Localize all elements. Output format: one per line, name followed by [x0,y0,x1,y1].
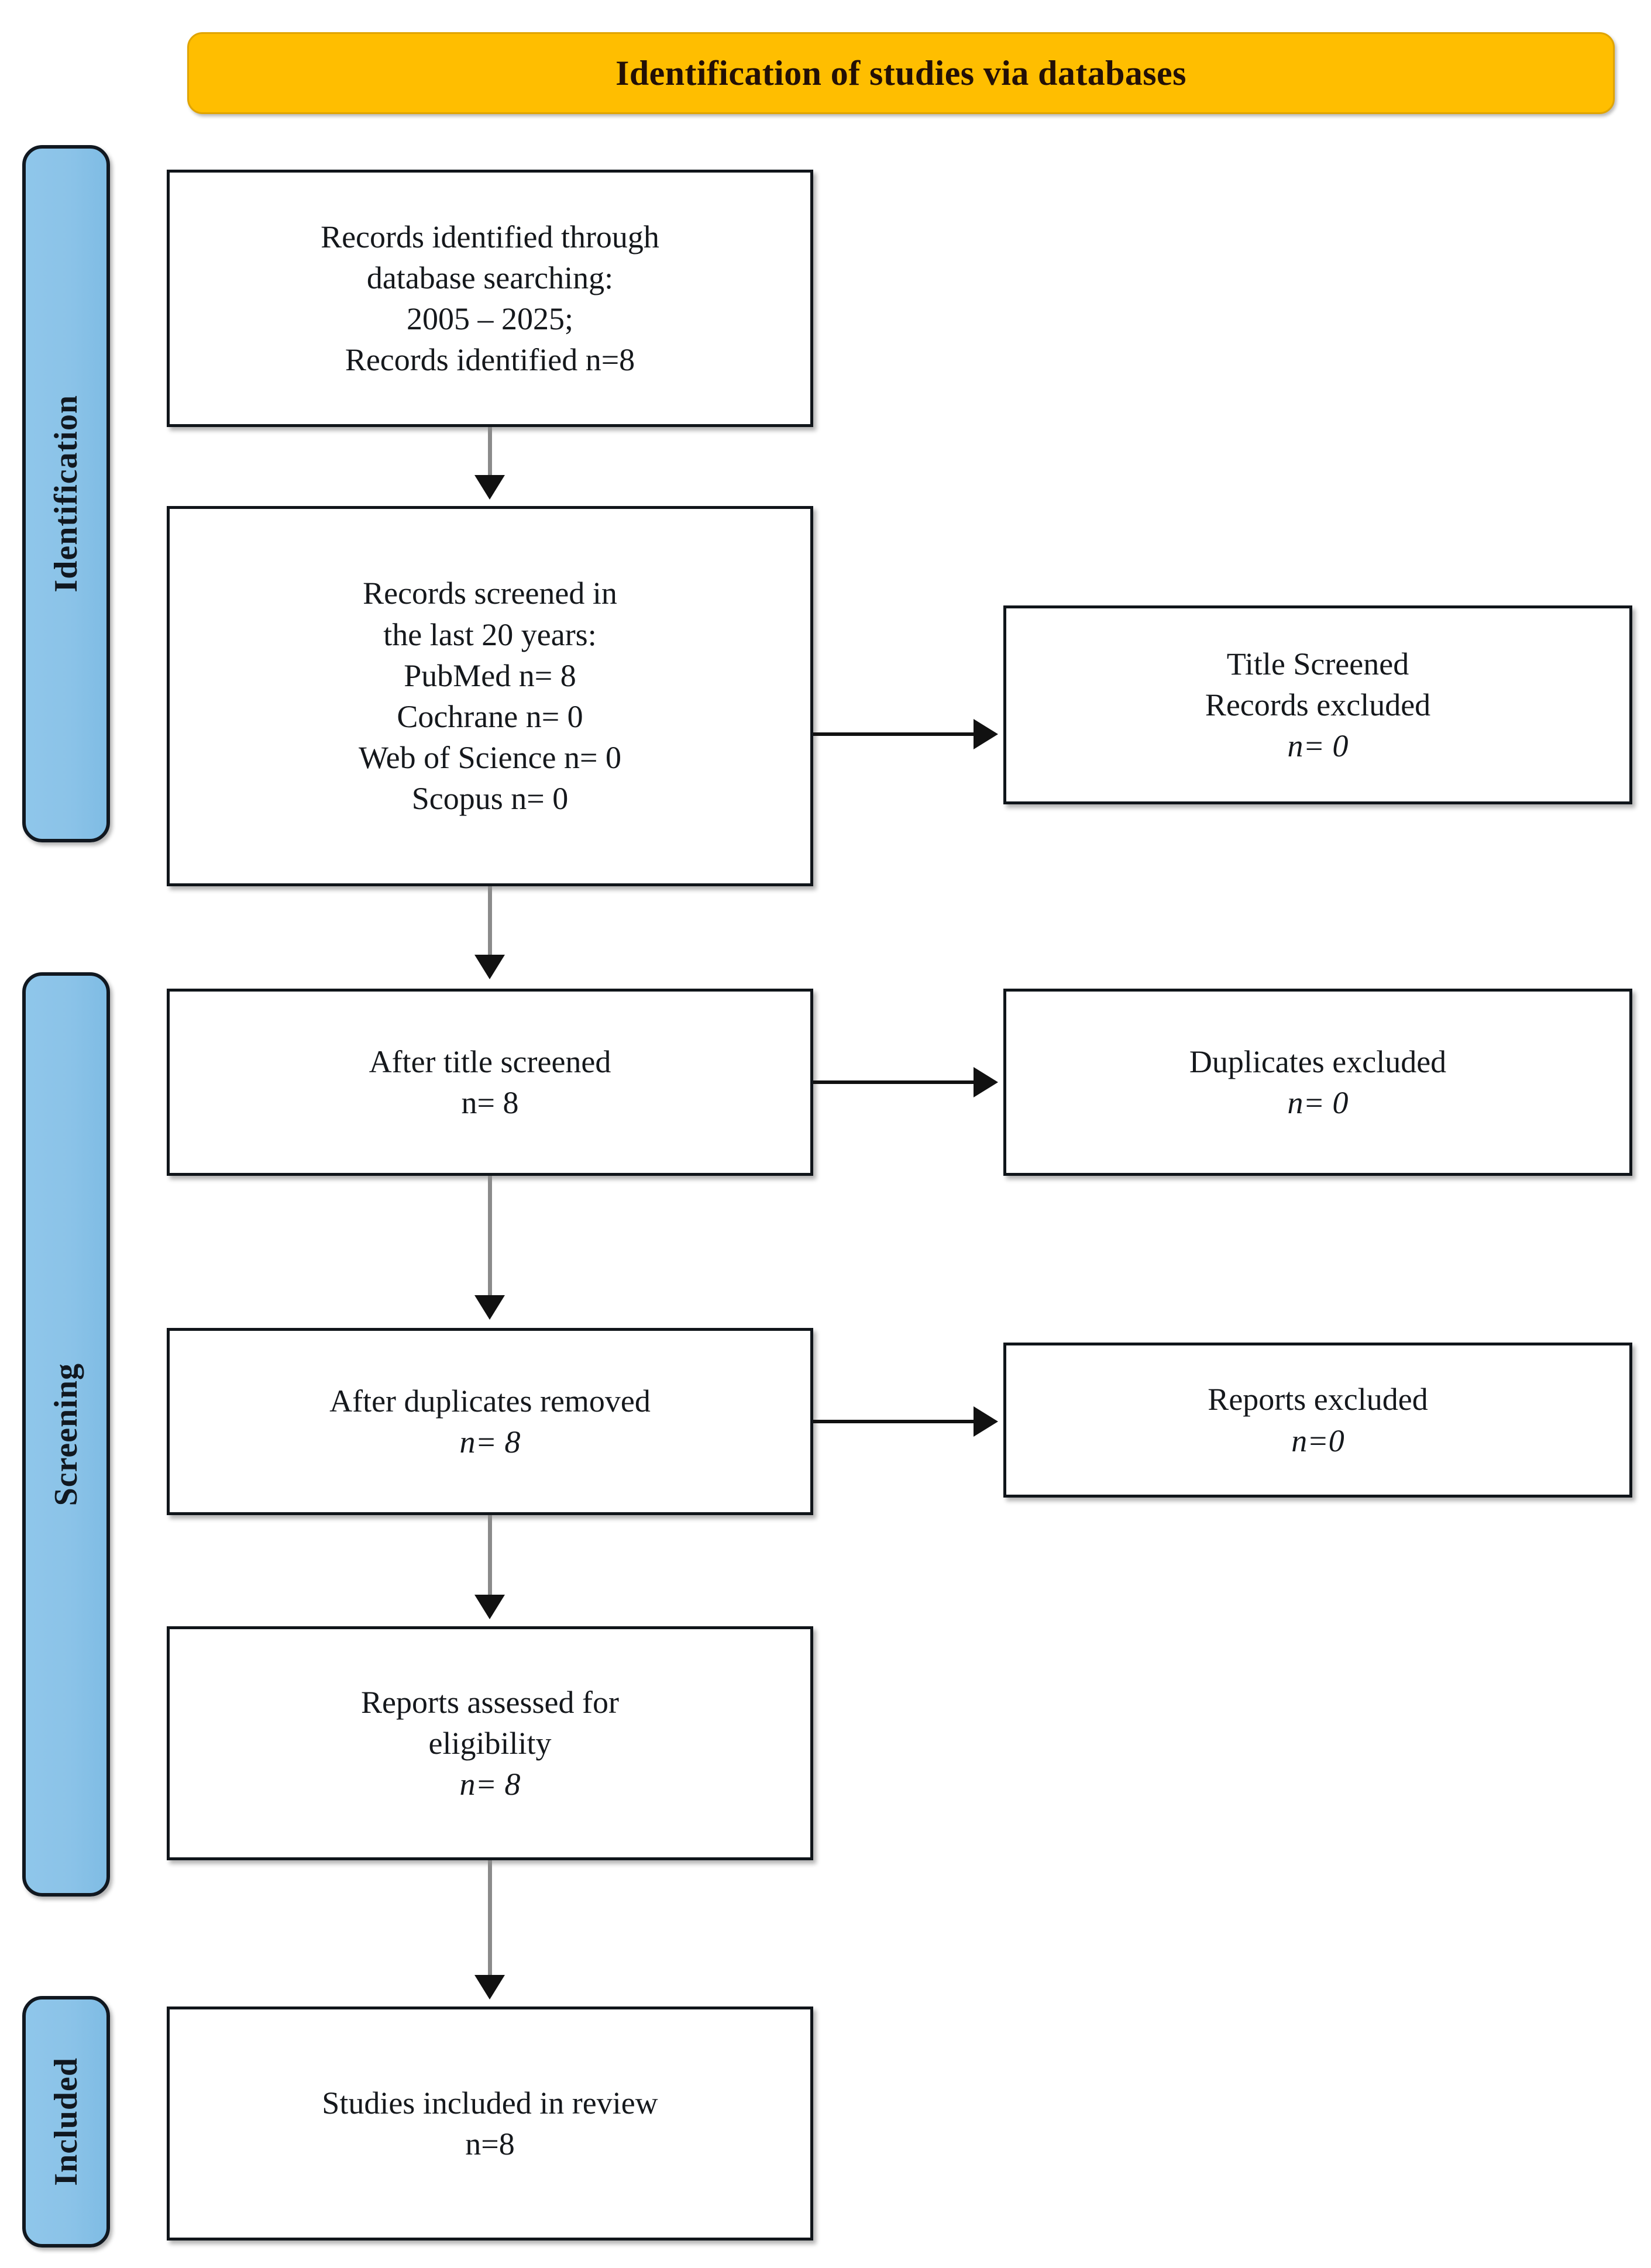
stage-label-included: Included [48,2057,84,2186]
box-reports-excluded: Reports excluded n=0 [1003,1343,1632,1498]
source-row-pubmed: PubMed n= 8 [404,655,576,696]
source-label: Cochrane [397,699,526,734]
box-title-screened-records-excluded: Title Screened Records excluded n= 0 [1003,605,1632,804]
box-records-identified: Records identified through database sear… [167,170,813,427]
box-duplicates-excluded: Duplicates excluded n= 0 [1003,989,1632,1176]
stage-pill-identification: Identification [22,145,110,842]
count-value: n= 0 [1287,728,1349,764]
source-count: n= 0 [511,781,569,817]
stage-label-screening: Screening [48,1362,84,1506]
box-line: Studies included in review [322,2085,658,2121]
box-count-line: Records identified n=8 [345,339,635,380]
box-line: After duplicates removed [329,1383,651,1419]
source-row-web-of-science: Web of Science n= 0 [359,737,621,778]
source-count: n= 8 [518,658,576,693]
source-row-cochrane: Cochrane n= 0 [397,696,583,737]
connector-after-dupes-to-eligibility [488,1515,492,1597]
box-line: the last 20 years: [383,617,597,652]
count-value: n= 8 [461,1085,519,1120]
arrowhead-down-icon [474,1295,505,1320]
count-value: n=0 [1291,1423,1344,1458]
count-value: n=8 [585,342,635,378]
box-studies-included-in-review: Studies included in review n=8 [167,2007,813,2241]
header-banner: Identification of studies via databases [187,32,1615,114]
box-line: Records identified through [321,219,659,254]
banner-title: Identification of studies via databases [615,53,1186,92]
stage-pill-included: Included [22,1996,110,2248]
count-value: n= 8 [459,1424,521,1460]
count-value: n=8 [465,2126,515,2162]
source-count: n= 0 [564,740,621,776]
count-prefix: Records identified [345,342,586,378]
box-line: Reports assessed for [361,1684,619,1720]
arrowhead-down-icon [474,1595,505,1619]
box-reports-assessed-for-eligibility: Reports assessed for eligibility n= 8 [167,1626,813,1860]
stage-label-identification: Identification [48,395,84,593]
source-count: n= 0 [525,699,583,734]
box-after-duplicates-removed: After duplicates removed n= 8 [167,1328,813,1515]
count-value: n= 0 [1287,1085,1349,1120]
box-line: eligibility [428,1725,552,1761]
connector-after-dupes-to-reports-excluded [813,1420,976,1423]
stage-pill-screening: Screening [22,972,110,1897]
box-line: Duplicates excluded [1189,1044,1447,1079]
count-value: n= 8 [459,1767,521,1802]
source-label: Scopus [411,781,511,817]
arrowhead-down-icon [474,955,505,979]
box-line: Records excluded [1205,687,1431,722]
box-after-title-screened: After title screened n= 8 [167,989,813,1176]
box-line: Reports excluded [1208,1382,1428,1417]
box-line: database searching: [366,260,614,295]
connector-after-title-to-after-dupes [488,1176,492,1298]
connector-eligibility-to-included [488,1860,492,1977]
arrowhead-down-icon [474,475,505,500]
box-line: Records screened in [363,576,617,611]
source-row-scopus: Scopus n= 0 [412,778,568,819]
connector-screened-to-title-excluded [813,732,976,736]
box-records-screened: Records screened in the last 20 years: P… [167,506,813,886]
box-line: Title Screened [1226,646,1409,682]
source-label: PubMed [404,658,519,693]
box-line: After title screened [369,1044,611,1079]
arrowhead-right-icon [974,1406,998,1437]
arrowhead-down-icon [474,1975,505,1999]
source-label: Web of Science [359,740,565,776]
arrowhead-right-icon [974,719,998,749]
connector-after-title-to-dupes-excluded [813,1080,976,1084]
connector-identified-to-screened [488,427,492,479]
connector-screened-to-after-title [488,886,492,958]
arrowhead-right-icon [974,1067,998,1097]
box-line: 2005 – 2025; [406,301,573,336]
